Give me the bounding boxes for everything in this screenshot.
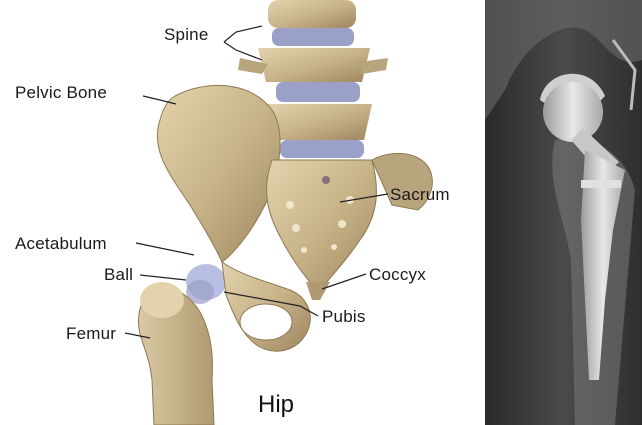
label-spine: Spine [164, 26, 208, 43]
label-pubis: Pubis [322, 308, 366, 325]
sacrum-shape [267, 160, 377, 292]
label-coccyx: Coccyx [369, 266, 426, 283]
label-sacrum: Sacrum [390, 186, 450, 203]
coccyx-shape [306, 282, 330, 300]
hip-replacement-xray [485, 0, 642, 425]
hip-anatomy-illustration [0, 0, 480, 425]
implant-head [543, 82, 603, 142]
label-femur: Femur [66, 325, 116, 342]
label-pelvic-bone: Pelvic Bone [15, 84, 107, 101]
label-acetabulum: Acetabulum [15, 235, 107, 252]
figure-title: Hip [258, 393, 294, 417]
label-ball: Ball [104, 266, 133, 283]
